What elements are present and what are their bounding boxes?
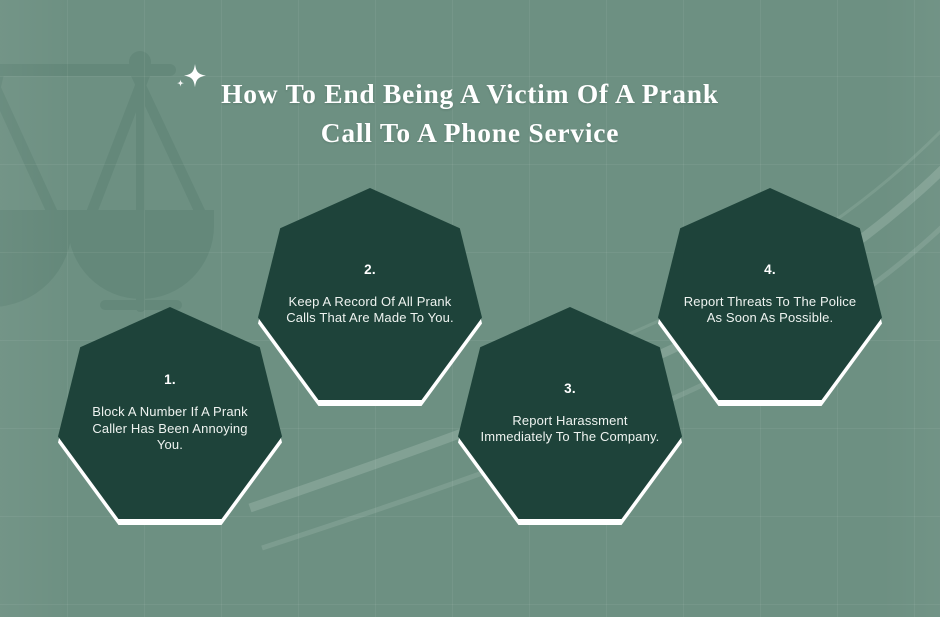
step-text: Block A Number If A Prank Caller Has Bee…: [92, 404, 248, 453]
sparkle-icon: [177, 64, 206, 88]
step-number: 3.: [564, 380, 576, 396]
heptagon-shape: [658, 188, 882, 400]
step-card-2[interactable]: 2. Keep A Record Of All Prank Calls That…: [258, 188, 482, 406]
step-card-1[interactable]: 1. Block A Number If A Prank Caller Has …: [58, 307, 282, 525]
heptagon-shape: [258, 188, 482, 400]
page-title: How To End Being A Victim Of A Prank Cal…: [0, 74, 940, 152]
step-number: 2.: [364, 261, 376, 277]
heptagon-shape: [58, 307, 282, 519]
title-line-2: Call To A Phone Service: [320, 117, 620, 148]
step-card-3[interactable]: 3. Report Harassment Immediately To The …: [458, 307, 682, 525]
step-number: 4.: [764, 261, 776, 277]
step-card-4[interactable]: 4. Report Threats To The Police As Soon …: [658, 188, 882, 406]
title-line-1: How To End Being A Victim Of A Prank: [221, 78, 719, 109]
heptagon-shape: [458, 307, 682, 519]
step-text: Report Harassment Immediately To The Com…: [480, 412, 660, 445]
step-number: 1.: [164, 372, 176, 388]
step-text: Keep A Record Of All Prank Calls That Ar…: [286, 293, 454, 326]
step-text: Report Threats To The Police As Soon As …: [683, 293, 857, 326]
